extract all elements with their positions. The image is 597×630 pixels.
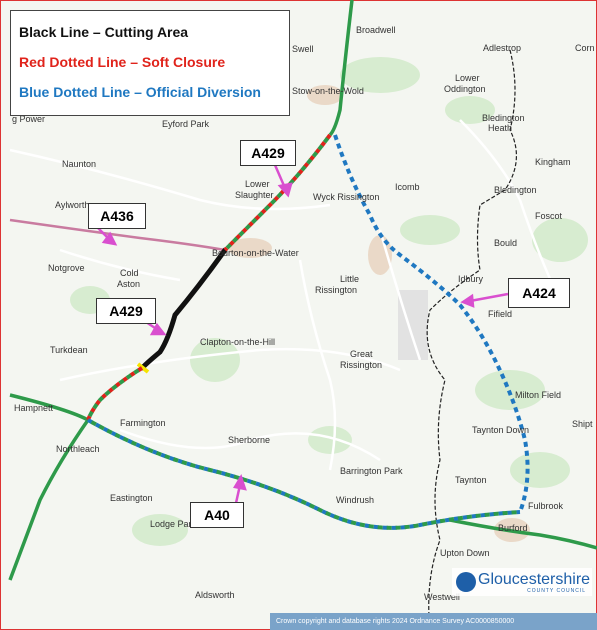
place-bould: Bould — [494, 238, 517, 248]
route-soft-closure-north-green — [223, 133, 332, 252]
place-turkdean: Turkdean — [50, 345, 88, 355]
callout-a40: A40 — [190, 502, 244, 528]
council-emblem-icon — [456, 572, 476, 592]
place-cold-aston-2: Aston — [117, 279, 140, 289]
place-little-rissington: Little — [340, 274, 359, 284]
council-logo-name: Gloucestershire — [478, 571, 591, 588]
callout-a429-top: A429 — [240, 140, 296, 166]
place-barrington: Barrington Park — [340, 466, 403, 476]
place-broadwell: Broadwell — [356, 25, 396, 35]
council-logo: Gloucestershire COUNTY COUNCIL — [452, 568, 592, 596]
place-great-rissington-2: Rissington — [340, 360, 382, 370]
place-cold-aston: Cold — [120, 268, 139, 278]
minor-roads — [9, 119, 562, 471]
closure-end-marker — [136, 362, 150, 374]
place-taynton-down: Taynton Down — [472, 425, 529, 435]
place-bledington-heath: Bledington — [482, 113, 525, 123]
place-milton: Milton Field — [515, 390, 561, 400]
council-logo-sub: COUNTY COUNCIL — [527, 588, 586, 594]
place-taynton: Taynton — [455, 475, 487, 485]
place-westwell: Westwell — [424, 592, 460, 602]
route-soft-closure-north — [223, 133, 332, 252]
built-up-areas — [228, 85, 530, 542]
callout-a436: A436 — [88, 203, 146, 229]
place-idbury: Idbury — [458, 274, 484, 284]
place-aldsworth: Aldsworth — [195, 590, 235, 600]
place-clapton: Clapton-on-the-Hill — [200, 337, 275, 347]
place-naunton: Naunton — [62, 159, 96, 169]
place-lower-slaughter-2: Slaughter — [235, 190, 274, 200]
place-fifield: Fifield — [488, 309, 512, 319]
place-little-rissington-2: Rissington — [315, 285, 357, 295]
place-bledington-heath-2: Heath — [488, 123, 512, 133]
place-icomb: Icomb — [395, 182, 420, 192]
place-labels: Broadwell Adlestrop Corn Swell Stow-on-t… — [12, 25, 595, 602]
place-sherborne: Sherborne — [228, 435, 270, 445]
legend-soft-closure: Red Dotted Line – Soft Closure — [19, 54, 226, 70]
place-upton-down: Upton Down — [440, 548, 490, 558]
place-lower-slaughter: Lower — [245, 179, 270, 189]
route-cutting-area — [139, 247, 228, 371]
place-great-rissington: Great — [350, 349, 373, 359]
place-lower-oddington-2: Oddington — [444, 84, 486, 94]
trunk-roads — [8, 0, 597, 581]
route-diversion-a40 — [87, 418, 521, 530]
copyright-footer: Crown copyright and database rights 2024… — [270, 613, 597, 630]
place-lower-oddington: Lower — [455, 73, 480, 83]
place-stow: Stow-on-the-Wold — [292, 86, 364, 96]
legend-official-diversion: Blue Dotted Line – Official Diversion — [19, 84, 261, 100]
place-gpower: g Power — [12, 114, 45, 124]
place-notgrove: Notgrove — [48, 263, 85, 273]
a436-road — [9, 218, 226, 252]
route-soft-closure-south-green — [86, 366, 144, 421]
place-shipton: Shipt — [572, 419, 593, 429]
place-hampnett: Hampnett — [14, 403, 54, 413]
callout-arrows — [97, 164, 509, 504]
place-windrush: Windrush — [336, 495, 374, 505]
callout-a429-mid: A429 — [96, 298, 156, 324]
legend-cutting-area: Black Line – Cutting Area — [19, 24, 189, 40]
place-wyck: Wyck Rissington — [313, 192, 379, 202]
place-eastington: Eastington — [110, 493, 153, 503]
place-aylworth: Aylworth — [55, 200, 89, 210]
place-bledington: Bledington — [494, 185, 537, 195]
place-eyford: Eyford Park — [162, 119, 210, 129]
place-northleach: Northleach — [56, 444, 100, 454]
place-corn: Corn — [575, 43, 595, 53]
callout-a424: A424 — [508, 278, 570, 308]
place-farmington: Farmington — [120, 418, 166, 428]
place-lodge-park: Lodge Park — [150, 519, 197, 529]
place-kingham: Kingham — [535, 157, 571, 167]
map-legend: Black Line – Cutting Area Red Dotted Lin… — [10, 10, 290, 116]
place-foscot: Foscot — [535, 211, 563, 221]
place-fulbrook: Fulbrook — [528, 501, 564, 511]
place-adlestrop: Adlestrop — [483, 43, 521, 53]
place-bourton: Bourton-on-the-Water — [212, 248, 299, 258]
route-diversion-a424 — [333, 134, 530, 513]
place-swell: Swell — [292, 44, 314, 54]
route-diversion-a40-green — [87, 418, 521, 530]
place-burford: Burford — [498, 523, 528, 533]
